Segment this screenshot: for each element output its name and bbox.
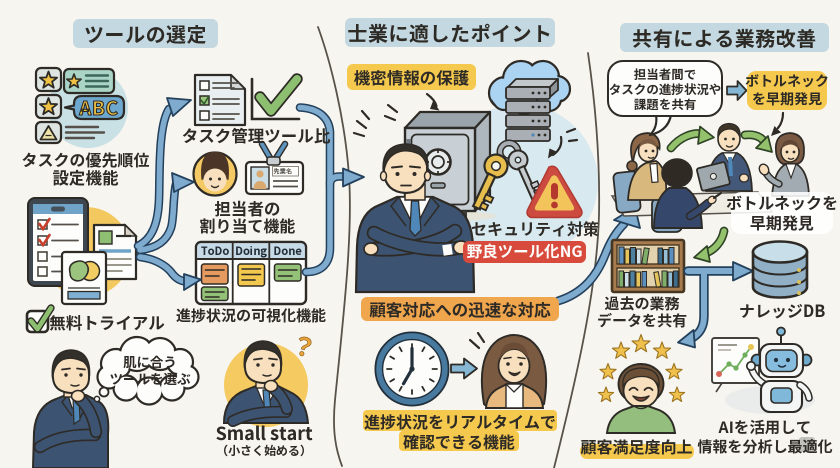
priority-feature-label: タスクの優先順位 [21,146,150,171]
kanban-column-done: Done [273,243,302,259]
thought-bubble-text: 肌に合う [123,350,177,371]
crossed-arms-man-illustration [354,143,476,294]
tablet-trial-icon-group [27,197,138,306]
divider-line-left [317,26,351,467]
id-badge-icon [244,140,305,196]
accent-arrowheads [430,101,558,159]
meeting-woman-right [758,132,810,197]
thinking-man-illustration [31,349,110,468]
bottleneck-note: ボトルネックを 早期発見 [726,192,838,234]
kanban-board-icon [194,240,308,306]
share-speech-bubble: 担当者間で タスクの進捗状況や 課題を共有 [607,60,723,117]
server-stack-icon [505,78,559,142]
column-title-professional-points: 士業に適したポイント [345,18,555,47]
woman-illustration [480,334,548,409]
free-trial-label: 無料トライアル [49,309,165,334]
ai-robot-illustration [711,326,815,414]
bookshelf-icon [610,238,686,294]
customer-response-label: 顧客対応への迅速な対応 [361,297,559,321]
satisfaction-marker [580,444,694,459]
bottleneck-label-line: を早期発見 [752,88,822,109]
badge-name-text: 先業名 [273,166,293,176]
knowledge-db-label: ナレッジDB [738,297,826,322]
thought-bubble-text: ツールを選ぶ [109,367,191,388]
ng-label: 野良ツール化NG [463,241,586,263]
thought-bubble [93,335,200,406]
priority-icon-group [34,66,128,148]
star-icon [597,386,615,403]
arrow-clock-to-woman [450,357,478,380]
realtime-label: 確認できる機能 [399,431,519,451]
clock-icon [374,331,450,407]
database-icon [751,240,809,299]
bottleneck-label-line: ボトルネック [745,71,829,92]
abc-speech-bubble-icon [63,94,126,121]
green-arrow-to-bookshelf [693,226,729,263]
realtime-label: 進捗状況をリアルタイムで [363,408,557,433]
curved-arrow-label-to-safe [425,92,438,108]
meeting-man-center [696,122,753,192]
satisfaction-label: 顧客満足度向上 [580,434,693,458]
column-divider-lines [317,26,601,468]
tool-comparison-label: タスク管理ツール比 [181,122,331,147]
star-icon [668,386,686,403]
warning-icon [526,165,583,219]
ai-label: AIを活用して [718,416,812,439]
assignment-feature-label: 割り当て機能 [199,212,296,237]
report-card-icon [60,250,108,306]
flow-arrows-left [133,97,365,291]
happy-customer-illustration [597,333,686,434]
free-trial-checkbox-icon [25,304,55,334]
share-bubble-text: タスクの進捗状況や [608,78,722,98]
confidential-label: 機密情報の保護 [347,64,476,90]
list-chip-icon [62,67,116,95]
task-tool-comparison-icon [193,73,303,127]
bottleneck-note-line: 早期発見 [749,210,814,234]
rating-stars [597,333,686,403]
kanban-column-todo: ToDo [200,243,230,259]
star-icon [611,341,631,359]
priority-feature-label: 設定機能 [52,164,119,189]
star-icon [631,333,651,353]
meeting-illustration [610,122,810,233]
green-arrows [666,125,773,153]
divider-line-right [553,52,601,468]
check-chart-icon [250,73,303,121]
bottleneck-label: ボトルネック を早期発見 [745,71,829,110]
kanban-column-doing: Doing [235,243,267,259]
speech-bubble-tail [648,113,673,137]
star-icon [39,97,58,116]
star-icon [66,73,82,89]
small-start-sublabel: （小さく始める） [215,441,312,459]
meeting-man-front [653,158,723,229]
share-bubble-text: 担当者間で [633,63,697,83]
column-title-tool-selection: ツールの選定 [73,19,218,48]
watermark-box [799,437,815,452]
warning-triangle-icon [39,125,58,141]
bottleneck-note-line: ボトルネックを [726,190,839,215]
share-bubble-text: 課題を共有 [633,94,697,114]
star-icon [665,362,683,380]
star-icon [599,362,617,380]
column-title-business-improvement: 共有による業務改善 [620,23,829,52]
small-start-label: Small start [215,419,313,446]
ai-label: 情報を分析し最適化 [697,435,833,457]
security-label: セキュリティ対策 [470,216,599,240]
past-data-label: 過去の業務 [604,293,680,314]
star-icon [652,341,672,359]
chart-panel-icon [711,337,760,393]
star-icon [39,70,58,89]
assignment-feature-label: 担当者の [214,196,281,221]
small-start-man-illustration [222,340,310,427]
gold-key [471,153,509,212]
meeting-woman-left [626,132,668,201]
kanban-feature-label: 進捗状況の可視化機能 [176,305,327,326]
arrow-bubble-to-label [726,80,748,101]
fork-arrow [677,261,754,349]
curved-arrow-label-to-meeting [776,111,785,130]
past-data-label: データを共有 [596,310,687,331]
abc-text: ABC [79,94,119,121]
assignee-icon-group [192,140,305,197]
